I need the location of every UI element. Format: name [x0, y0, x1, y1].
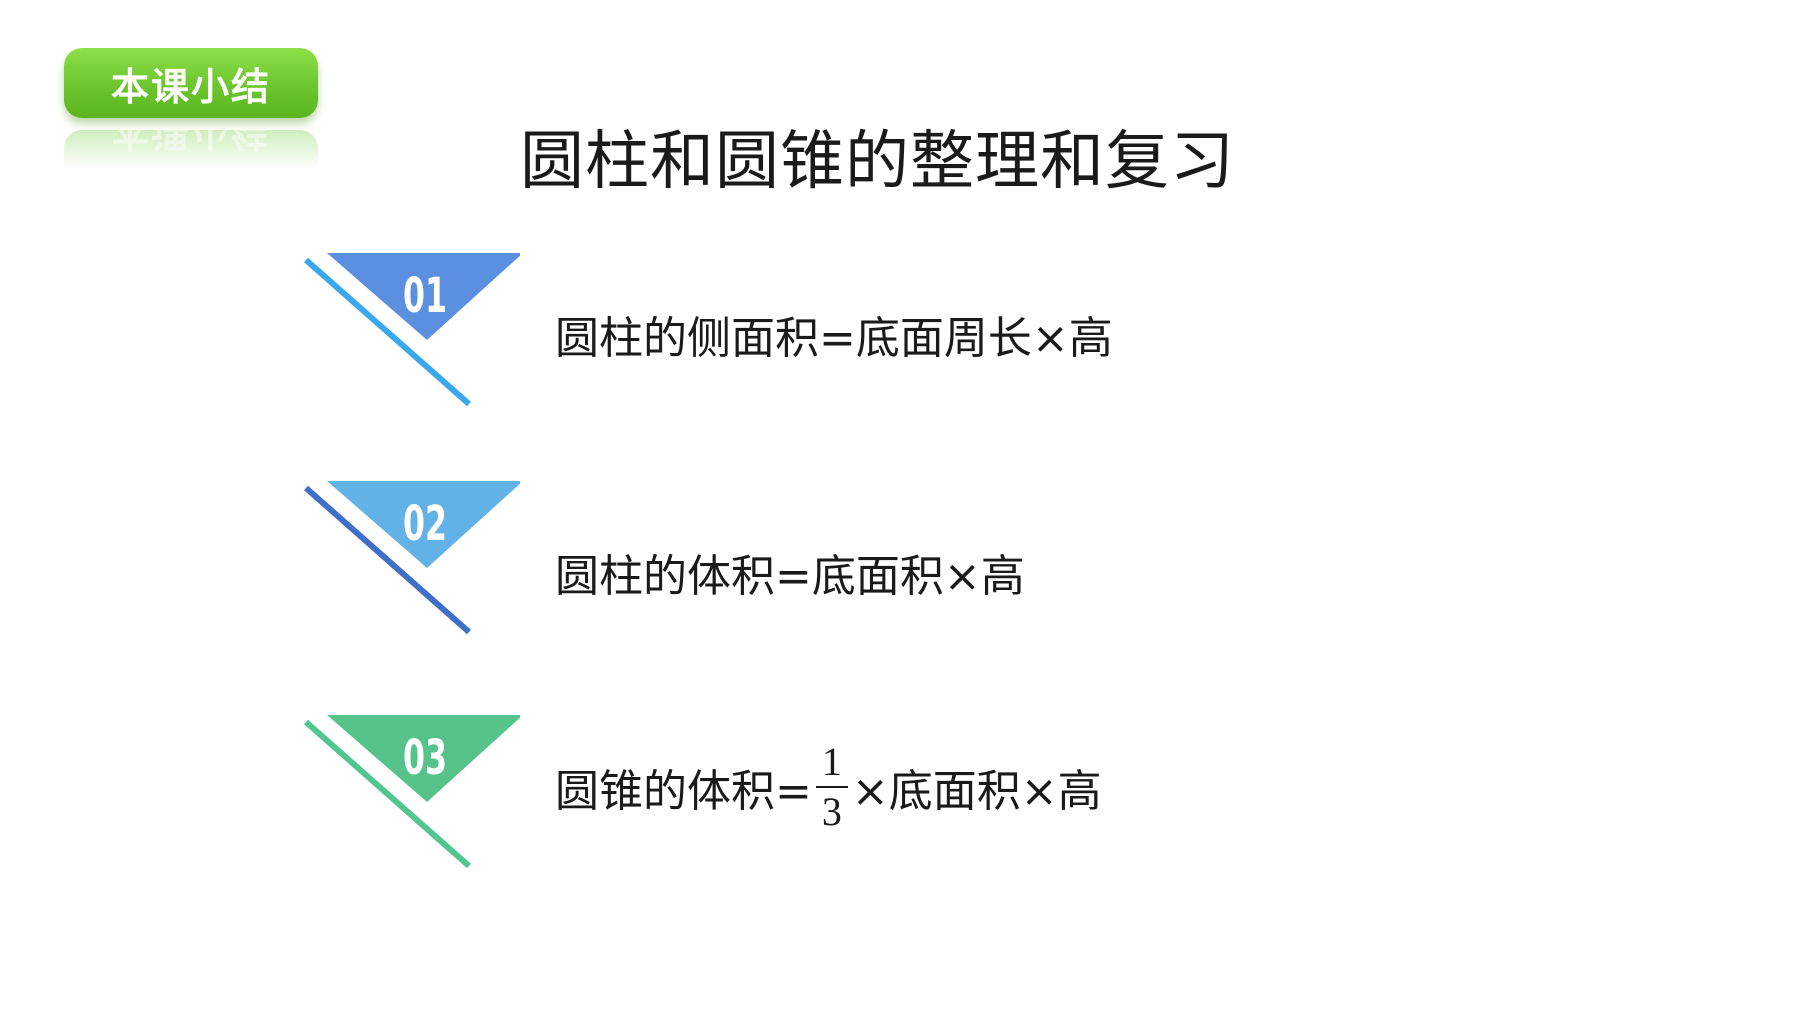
item-3-formula-prefix: 圆锥的体积=	[555, 766, 812, 817]
item-3-fraction-denominator: 3	[821, 789, 842, 834]
item-1-triangle	[327, 253, 520, 340]
item-3-fraction: 1 3	[815, 742, 848, 834]
lesson-summary-badge-reflection: 本课小结	[64, 130, 318, 170]
item-3-marker-icon: 03	[304, 715, 520, 869]
summary-item-1: 01 圆柱的侧面积=底面周长×高	[300, 250, 1300, 410]
item-1-diagonal-line	[304, 257, 471, 407]
item-2-formula-text: 圆柱的体积=底面积×高	[555, 551, 1025, 602]
summary-item-3: 03 圆锥的体积= 1 3 ×底面积×高	[300, 712, 1300, 872]
lesson-summary-badge-label: 本课小结	[110, 64, 271, 109]
item-3-diagonal-line	[304, 719, 471, 869]
item-3-formula-suffix: ×底面积×高	[851, 766, 1102, 817]
item-3-fraction-numerator: 1	[815, 742, 848, 788]
lesson-summary-badge: 本课小结	[64, 48, 318, 118]
lesson-summary-badge-reflection-label: 本课小结	[110, 130, 271, 154]
lesson-summary-badge-wrap: 本课小结 本课小结	[64, 48, 318, 170]
item-2-triangle	[327, 481, 520, 568]
item-1-formula-text: 圆柱的侧面积=底面周长×高	[555, 313, 1113, 364]
item-3-number: 03	[403, 730, 447, 786]
item-1-marker-icon: 01	[304, 253, 520, 407]
item-2-number: 02	[403, 496, 447, 552]
item-1-formula: 圆柱的侧面积=底面周长×高	[555, 302, 1113, 366]
item-2-marker-icon: 02	[304, 481, 520, 635]
item-1-number: 01	[403, 268, 447, 324]
item-3-triangle	[327, 715, 520, 802]
page-title: 圆柱和圆锥的整理和复习	[520, 125, 1235, 199]
item-2-formula: 圆柱的体积=底面积×高	[555, 540, 1025, 604]
item-3-formula: 圆锥的体积= 1 3 ×底面积×高	[555, 742, 1102, 832]
summary-item-2: 02 圆柱的体积=底面积×高	[300, 478, 1300, 638]
item-2-diagonal-line	[304, 485, 471, 635]
